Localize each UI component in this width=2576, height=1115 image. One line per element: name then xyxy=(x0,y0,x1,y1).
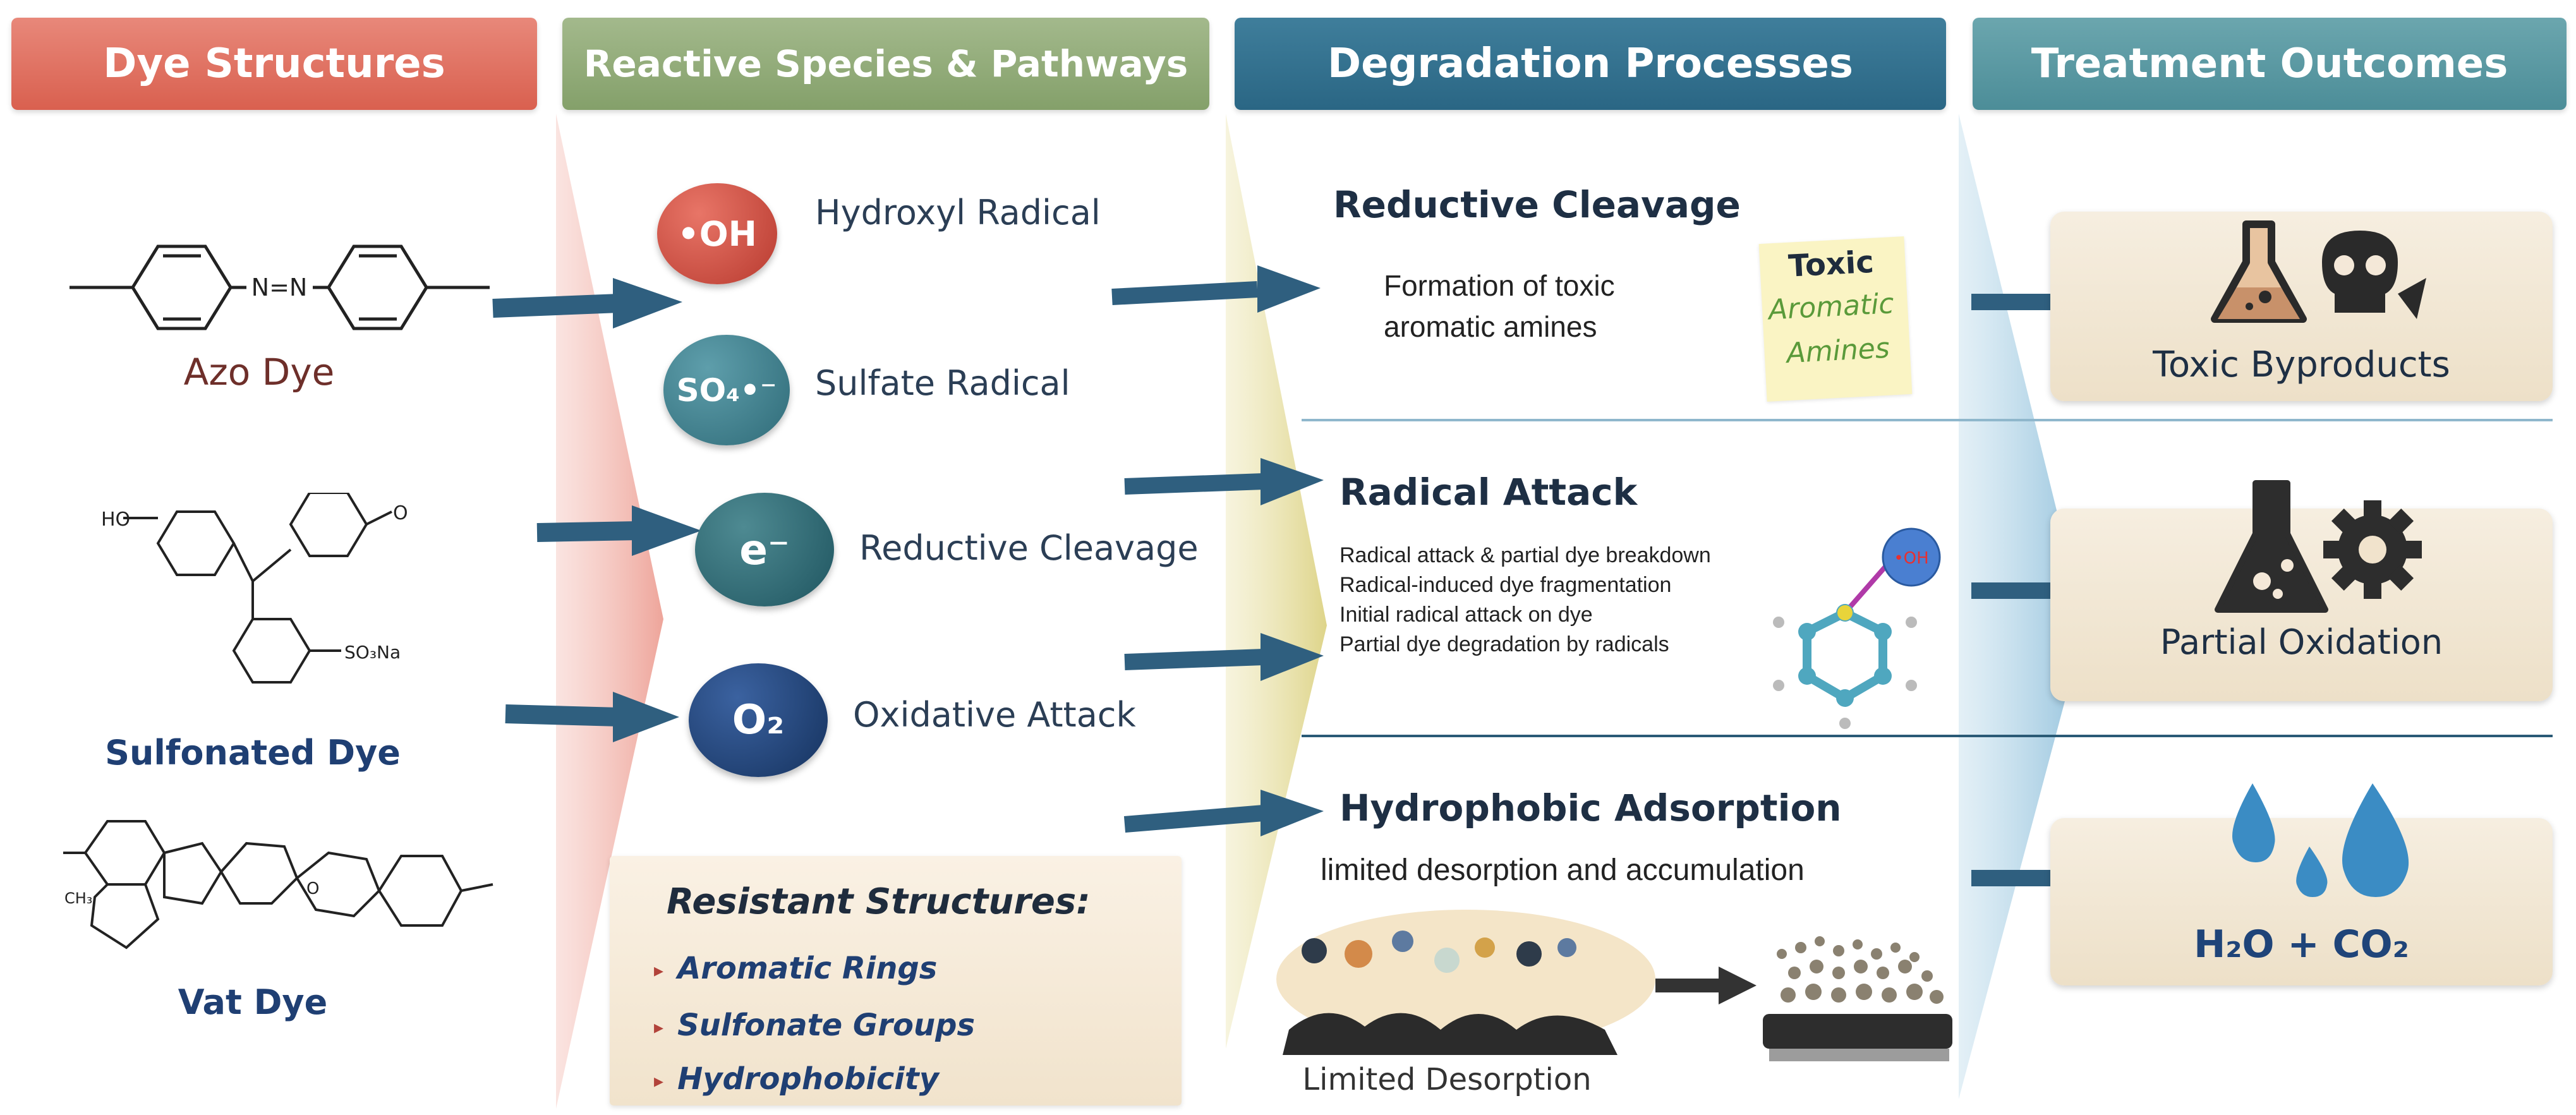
toxic-amines-note: Toxic Aromatic Amines xyxy=(1758,236,1913,402)
adsorption-illustration: Limited Desorption xyxy=(1276,910,1952,1097)
water-drops-icon xyxy=(2232,783,2409,897)
ch3-label: CH₃ xyxy=(64,889,92,907)
so3na-label: SO₃Na xyxy=(344,642,401,663)
outcome-partial-oxidation: Partial Oxidation xyxy=(2050,480,2553,701)
header-dye-structures: Dye Structures xyxy=(11,18,537,110)
resistant-title: Resistant Structures: xyxy=(667,881,1091,922)
process-to-outcome-arrows xyxy=(1971,294,2060,886)
bullet-icon: ▸ xyxy=(654,1016,664,1039)
outcome-label-water: H₂O + CO₂ xyxy=(2194,922,2409,967)
process-title-radical: Radical Attack xyxy=(1339,471,1638,514)
species-to-process-arrows xyxy=(1111,281,1265,833)
process-title-reductive: Reductive Cleavage xyxy=(1333,183,1741,226)
resistant-item-hydrophobicity: ▸ Hydrophobicity xyxy=(654,1061,939,1097)
vat-dye-label: Vat Dye xyxy=(178,982,328,1022)
header-treatment-outcomes: Treatment Outcomes xyxy=(1973,18,2567,110)
sulfonated-dye-label: Sulfonated Dye xyxy=(105,733,401,773)
process-title-hydrophobic: Hydrophobic Adsorption xyxy=(1339,787,1842,829)
species-label-oxygen: Oxidative Attack xyxy=(853,695,1136,735)
flask-skull-icon xyxy=(2211,220,2426,323)
electron-bubble: e⁻ xyxy=(695,493,834,606)
azo-dye-label: Azo Dye xyxy=(183,351,335,394)
radical-line-1: Radical attack & partial dye breakdown xyxy=(1339,543,1711,567)
header-reactive-species: Reactive Species & Pathways xyxy=(562,18,1209,110)
species-label-hydroxyl: Hydroxyl Radical xyxy=(815,193,1101,232)
oxygen-bubble: O₂ xyxy=(689,663,828,777)
funnel-blue xyxy=(1959,114,2085,1099)
outcome-water-co2: H₂O + CO₂ xyxy=(2050,783,2553,985)
outcome-toxic-byproducts: Toxic Byproducts xyxy=(2050,212,2553,401)
resistant-item-text: Sulfonate Groups xyxy=(677,1008,976,1043)
bullet-icon: ▸ xyxy=(654,959,664,982)
radical-line-2: Radical-induced dye fragmentation xyxy=(1339,573,1672,597)
outcome-label-partial: Partial Oxidation xyxy=(2160,622,2443,662)
toxic-tag-line1: Toxic xyxy=(1787,244,1875,284)
dye-to-species-arrows xyxy=(492,294,639,726)
vat-dye-structure: CH₃ O xyxy=(63,820,493,949)
sulfate-radical-bubble: SO₄•⁻ xyxy=(663,335,790,445)
outcome-label-toxic: Toxic Byproducts xyxy=(2153,344,2450,385)
radical-molecule-illustration: •OH xyxy=(1773,527,1941,729)
toxic-tag-line3: Amines xyxy=(1786,332,1890,370)
radical-line-3: Initial radical attack on dye xyxy=(1339,603,1593,627)
funnel-red xyxy=(556,114,663,1109)
resistant-item-text: Hydrophobicity xyxy=(677,1061,939,1097)
header-degradation-processes: Degradation Processes xyxy=(1235,18,1946,110)
oxo-label: O xyxy=(393,502,408,524)
limited-desorption-label: Limited Desorption xyxy=(1302,1062,1591,1097)
reductive-text-line2: aromatic amines xyxy=(1384,310,1597,343)
radical-line-4: Partial dye degradation by radicals xyxy=(1339,632,1669,656)
species-to-process-arrowheads xyxy=(1257,265,1324,836)
bullet-icon: ▸ xyxy=(654,1070,664,1092)
azo-dye-structure: N=N xyxy=(70,244,490,330)
reductive-text-line1: Formation of toxic xyxy=(1384,269,1615,302)
resistant-structures-box: Resistant Structures: ▸ Aromatic Rings ▸ S… xyxy=(610,856,1182,1106)
sulfonated-dye-structure: HO O SO₃Na xyxy=(101,493,408,684)
ho-label: HO xyxy=(101,509,130,531)
resistant-item-aromatic: ▸ Aromatic Rings xyxy=(654,951,937,986)
hydroxyl-radical-bubble: •OH xyxy=(657,183,777,284)
azo-bond-label: N=N xyxy=(251,274,308,301)
flask-gear-icon xyxy=(2215,480,2422,613)
toxic-tag-line2: Aromatic xyxy=(1767,287,1895,327)
species-label-sulfate: Sulfate Radical xyxy=(815,363,1070,403)
dye-to-species-arrowheads xyxy=(613,278,701,742)
species-label-electron: Reductive Cleavage xyxy=(859,528,1199,568)
oh-label: •OH xyxy=(1894,549,1928,568)
vat-oxygen-label: O xyxy=(306,879,319,898)
resistant-item-sulfonate: ▸ Sulfonate Groups xyxy=(654,1008,975,1043)
resistant-item-text: Aromatic Rings xyxy=(677,951,938,986)
hydrophobic-text: limited desorption and accumulation xyxy=(1321,853,1805,887)
